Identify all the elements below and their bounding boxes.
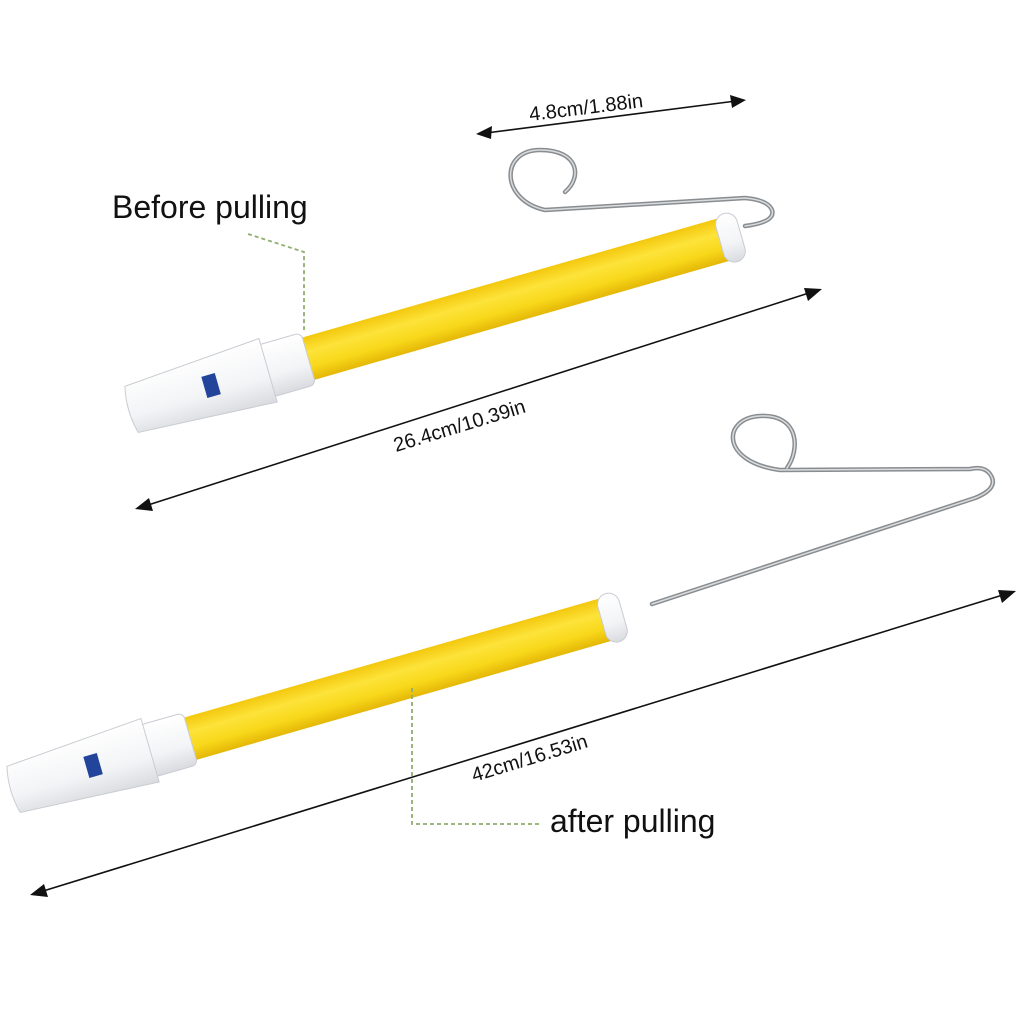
slide-whistle-after bbox=[6, 592, 628, 813]
slide-whistle-end-cap bbox=[715, 212, 746, 263]
slide-whistle-before-hook bbox=[508, 147, 775, 229]
slide-whistle-mouthpiece bbox=[124, 337, 278, 433]
slide-whistle-tube bbox=[181, 598, 615, 761]
before-leader-line bbox=[247, 233, 305, 330]
after-length-label: 42cm/16.53in bbox=[469, 731, 590, 787]
after-length-arrow bbox=[30, 590, 1016, 897]
before-pulling-label: Before pulling bbox=[112, 189, 308, 225]
slide-whistle-before bbox=[124, 212, 746, 433]
slide-whistle-end-cap bbox=[597, 592, 628, 643]
after-pulling-label: after pulling bbox=[550, 803, 715, 839]
slide-whistle-after-hook bbox=[649, 413, 996, 607]
before-length-arrow bbox=[135, 288, 822, 511]
slide-whistle-tube bbox=[299, 218, 733, 381]
hook-dimension-arrow bbox=[476, 95, 746, 139]
slide-whistle-window bbox=[83, 753, 103, 779]
after-leader-line bbox=[411, 688, 540, 825]
slide-whistle-window bbox=[201, 373, 221, 399]
slide-whistle-mouthpiece bbox=[6, 717, 160, 813]
